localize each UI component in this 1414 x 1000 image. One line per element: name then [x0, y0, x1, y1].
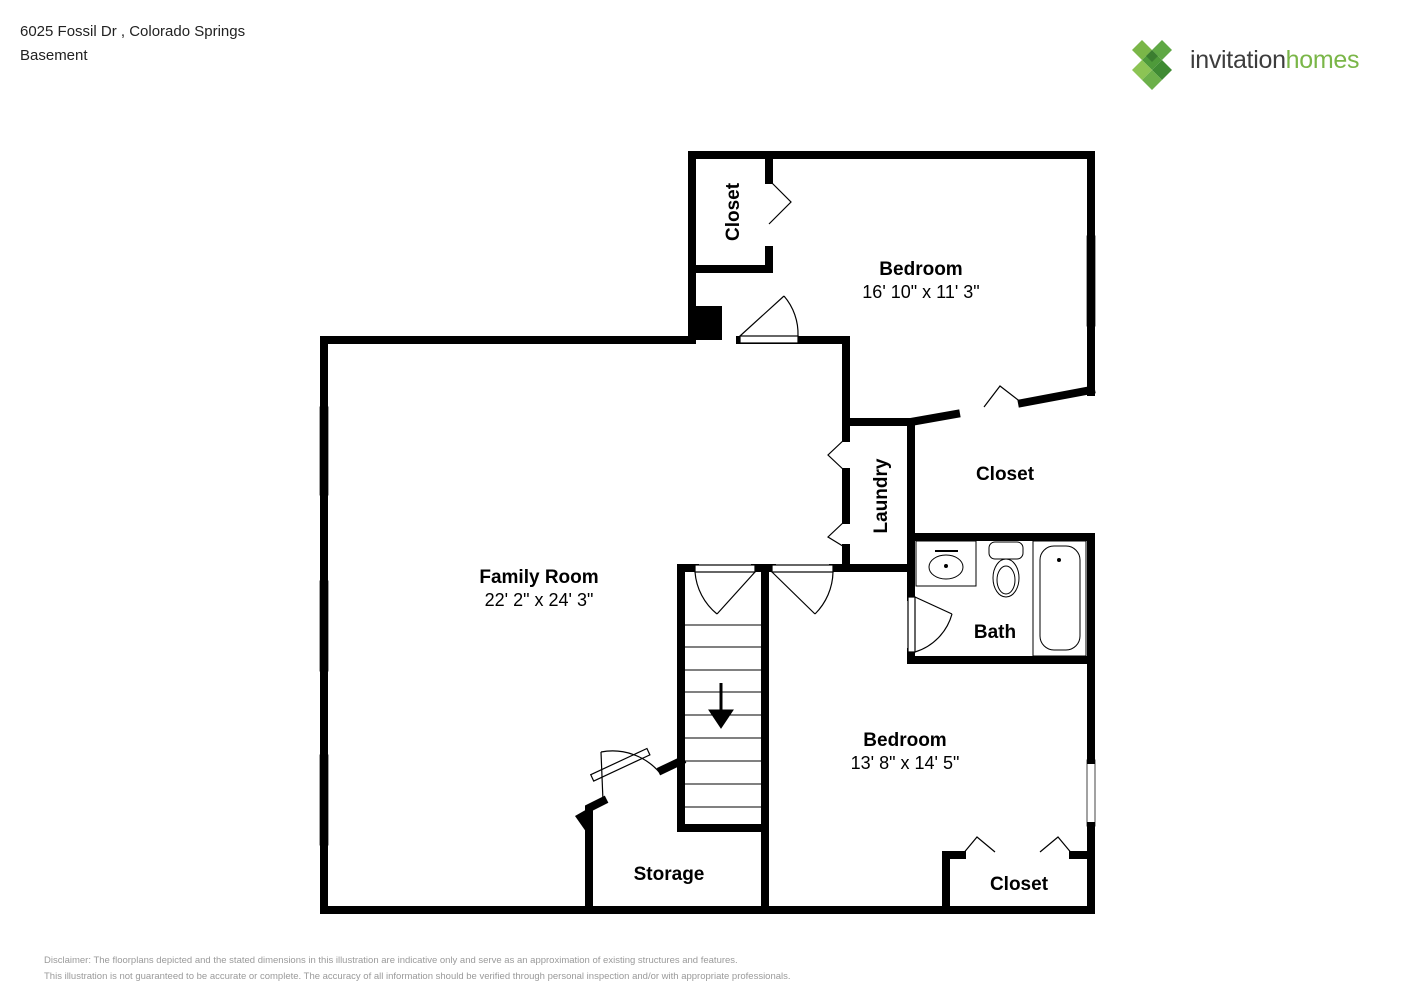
bath-name: Bath — [974, 622, 1016, 643]
doors — [589, 179, 1074, 856]
bathtub-icon — [1032, 540, 1087, 657]
disclaimer-line-2: This illustration is not guaranteed to b… — [44, 971, 791, 982]
bedroom2-name: Bedroom — [863, 730, 946, 751]
closet-top-name: Closet — [723, 182, 744, 241]
wall-corner-block — [575, 808, 589, 836]
family-room-name: Family Room — [479, 567, 598, 588]
chimney-block — [692, 306, 722, 340]
bedroom2-dims: 13' 8" x 14' 5" — [851, 753, 960, 773]
diamond-cluster-icon — [1132, 40, 1172, 90]
room-labels: Bedroom 16' 10" x 11' 3" Closet Laundry … — [479, 182, 1048, 895]
family-room-dims: 22' 2" x 24' 3" — [485, 590, 594, 610]
floor-level-text: Basement — [20, 47, 88, 64]
sink-icon — [915, 540, 977, 587]
bedroom1-name: Bedroom — [879, 259, 962, 280]
storage-name: Storage — [634, 864, 705, 885]
laundry-name: Laundry — [871, 458, 892, 533]
bath-fixtures — [915, 540, 1087, 657]
bedroom1-dims: 16' 10" x 11' 3" — [862, 282, 979, 302]
closet-bottom-name: Closet — [990, 874, 1049, 895]
closet-mid-name: Closet — [976, 464, 1035, 485]
brand-logo: invitationhomes — [1128, 36, 1388, 92]
brand-name-part2: homes — [1285, 46, 1360, 74]
walls — [320, 151, 1096, 914]
toilet-icon — [988, 541, 1024, 598]
disclaimer-line-1: Disclaimer: The floorplans depicted and … — [44, 955, 738, 966]
brand-name: invitationhomes — [1190, 46, 1360, 75]
stairs — [685, 624, 761, 808]
stairs-down-arrow-icon — [708, 709, 734, 729]
brand-name-part1: invitation — [1190, 46, 1286, 74]
address-text: 6025 Fossil Dr , Colorado Springs — [20, 23, 246, 40]
